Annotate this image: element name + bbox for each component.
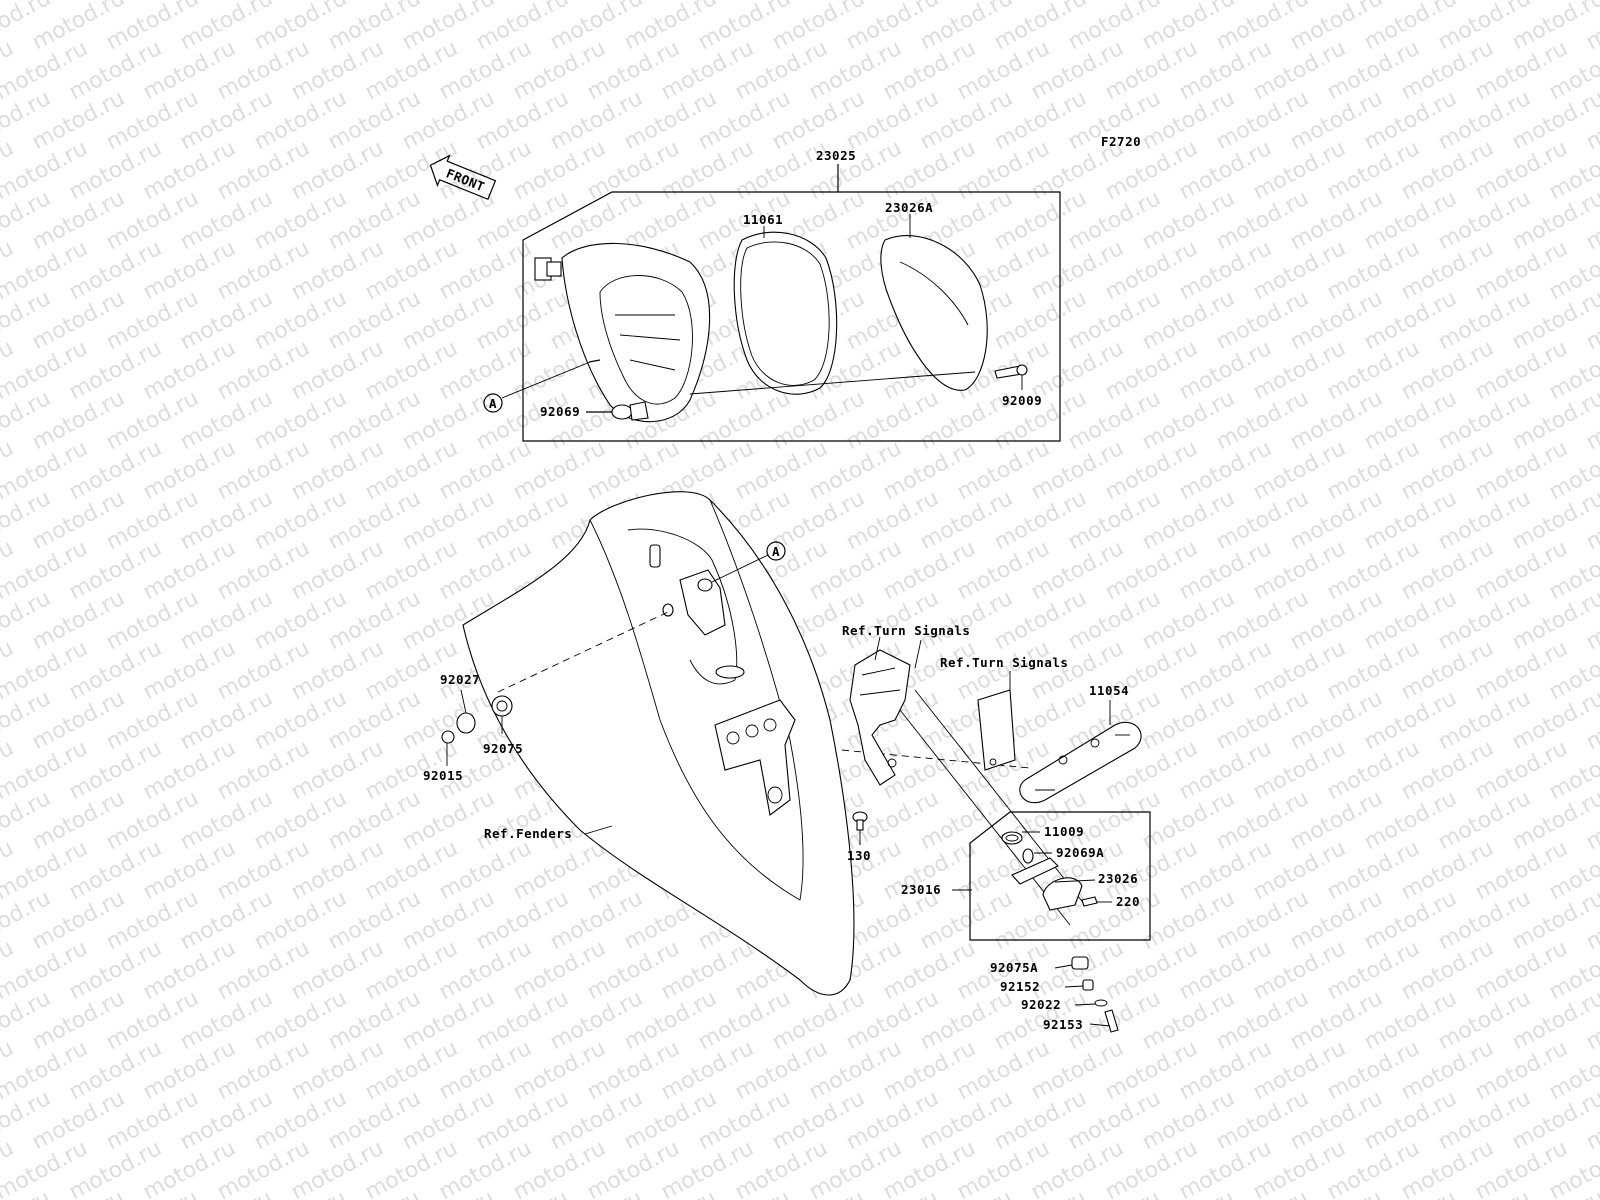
label-92069: 92069 (540, 404, 580, 419)
callout-a-lower: A (711, 541, 786, 583)
callout-a-upper: A (483, 361, 591, 413)
bulb-92069 (611, 401, 649, 421)
label-23026A: 23026A (885, 200, 933, 215)
lamp-housing (534, 242, 711, 423)
label-92022: 92022 (1021, 997, 1061, 1012)
tail-lamp-group: 23025 92069 A 11061 (483, 148, 1061, 442)
tail-lamp-box (522, 191, 1061, 442)
bottom-fasteners (1054, 956, 1119, 1033)
rear-fender (462, 491, 855, 996)
label-92153: 92153 (1043, 1017, 1083, 1032)
label-11009: 11009 (1044, 824, 1084, 839)
label-130: 130 (847, 848, 871, 863)
label-23025: 23025 (816, 148, 856, 163)
label-11061: 11061 (743, 212, 783, 227)
label-23026: 23026 (1098, 871, 1138, 886)
label-92075: 92075 (483, 741, 523, 756)
lens-23026A (880, 214, 988, 391)
label-92009: 92009 (1002, 393, 1042, 408)
bolt-130 (852, 811, 868, 845)
label-ref-turn-signals-1: Ref.Turn Signals (842, 623, 970, 638)
label-92027: 92027 (440, 672, 480, 687)
turn-signal-bracket (977, 689, 1016, 771)
figure-code: F2720 (1101, 134, 1141, 149)
left-fasteners (441, 689, 513, 766)
label-ref-turn-signals-2: Ref.Turn Signals (940, 655, 1068, 670)
label-92015: 92015 (423, 768, 463, 783)
plate-11054 (1019, 700, 1142, 804)
label-92075A: 92075A (990, 960, 1038, 975)
label-11054: 11054 (1089, 683, 1129, 698)
license-bracket (849, 636, 1086, 926)
svg-text:A: A (489, 396, 497, 411)
license-lamp-group (952, 811, 1151, 941)
screw-92009 (994, 364, 1028, 390)
label-220: 220 (1116, 894, 1140, 909)
svg-text:A: A (772, 544, 780, 559)
label-92069A: 92069A (1056, 845, 1104, 860)
label-23016: 23016 (901, 882, 941, 897)
label-ref-fenders: Ref.Fenders (484, 826, 572, 841)
gasket-11061 (733, 226, 838, 395)
label-92152: 92152 (1000, 979, 1040, 994)
